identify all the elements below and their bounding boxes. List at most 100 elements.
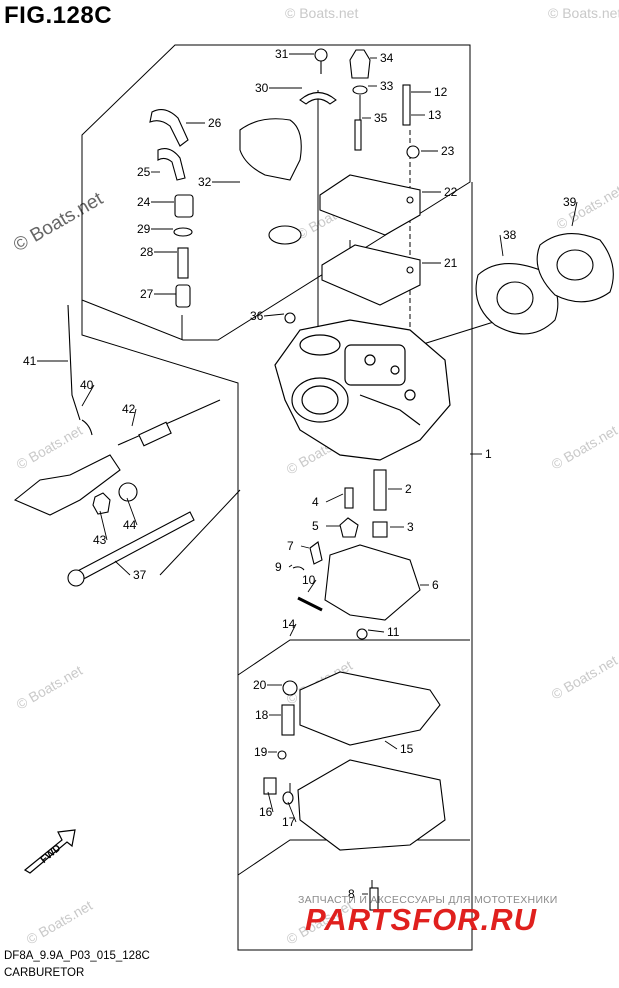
callout-7: 7 xyxy=(287,539,294,553)
callout-38: 38 xyxy=(503,228,517,242)
callout-leader-17 xyxy=(287,801,297,823)
part-36-screw xyxy=(284,312,296,324)
part-34-cap xyxy=(349,49,371,79)
part-30-clip xyxy=(299,91,337,105)
callout-37: 37 xyxy=(133,568,147,582)
callout-42: 42 xyxy=(122,402,136,416)
callout-leader-4 xyxy=(325,493,344,503)
part-2-nozzle xyxy=(373,469,387,511)
callout-leader-9 xyxy=(288,564,293,568)
boats-watermark: © Boats.net xyxy=(14,422,86,473)
callout-leader-42 xyxy=(131,408,137,427)
part-17-oring xyxy=(282,791,294,805)
callout-leader-39 xyxy=(571,201,578,227)
callout-leader-14 xyxy=(289,623,297,637)
callout-16: 16 xyxy=(259,805,273,819)
part-28-spring xyxy=(177,247,189,279)
callout-22: 22 xyxy=(444,185,458,199)
callout-4: 4 xyxy=(312,495,319,509)
part-24-fitting xyxy=(174,194,194,218)
figure-title: FIG.128C xyxy=(4,2,113,29)
callout-25: 25 xyxy=(137,165,151,179)
callout-15: 15 xyxy=(400,742,414,756)
callout-leader-10 xyxy=(307,579,317,593)
part-12-13-screw-spring xyxy=(402,84,411,126)
callout-23: 23 xyxy=(441,144,455,158)
callout-leader-38 xyxy=(499,234,504,257)
jet-float-parts xyxy=(292,469,421,640)
boats-watermark: © Boats.net xyxy=(24,897,96,948)
callout-13: 13 xyxy=(428,108,442,122)
callout-27: 27 xyxy=(140,287,154,301)
callout-32: 32 xyxy=(198,175,212,189)
part-31-screw xyxy=(314,48,328,62)
gaskets xyxy=(475,233,614,335)
part-23-screw xyxy=(406,145,420,159)
boats-watermark: © Boats.net xyxy=(549,652,619,703)
bowl-body xyxy=(297,759,446,851)
part-38-gasket xyxy=(475,263,559,335)
callout-24: 24 xyxy=(137,195,151,209)
choke-knob xyxy=(13,454,121,516)
leader-37 xyxy=(159,489,241,576)
boats-watermark: © Boats.net xyxy=(549,422,619,473)
callout-17: 17 xyxy=(282,815,296,829)
plates xyxy=(319,174,421,306)
callout-leader-11 xyxy=(367,629,385,633)
part-7-needle-valve xyxy=(309,541,323,565)
shop-watermark-text: ЗАПЧАСТИ И АКСЕССУАРЫ ДЛЯ МОТОТЕХНИКИ xyxy=(298,894,558,906)
callout-41: 41 xyxy=(23,354,37,368)
callout-29: 29 xyxy=(137,222,151,236)
part-3-jet xyxy=(372,521,388,538)
part-35-needle xyxy=(354,119,362,151)
part-42-sleeve xyxy=(138,421,172,447)
callouts: 1234567891011121314151617181920212223242… xyxy=(23,47,578,901)
part-39-insulator xyxy=(536,233,614,303)
part-19-ball xyxy=(277,750,287,760)
callout-6: 6 xyxy=(432,578,439,592)
shop-watermark-logo: PARTSFOR.RU xyxy=(305,902,538,937)
callout-20: 20 xyxy=(253,678,267,692)
callout-1: 1 xyxy=(485,447,492,461)
callout-44: 44 xyxy=(123,518,137,532)
callout-43: 43 xyxy=(93,533,107,547)
part-16-drain-screw xyxy=(263,777,277,795)
part-32-solenoid xyxy=(239,118,302,181)
part-32-oring xyxy=(268,225,302,245)
boats-watermark: © Boats.net xyxy=(285,5,358,21)
figure-code: DF8A_9.9A_P03_015_128C xyxy=(4,950,150,962)
part-33-oring xyxy=(352,85,368,95)
callout-33: 33 xyxy=(380,79,394,93)
callout-35: 35 xyxy=(374,111,388,125)
part-29-oring xyxy=(173,227,193,237)
callout-leader-44 xyxy=(126,497,138,526)
part-10-pin xyxy=(297,596,323,612)
float-bowl-parts xyxy=(263,671,446,911)
part-5-jet xyxy=(339,517,359,538)
plate-22 xyxy=(319,174,421,236)
part-11-screw xyxy=(356,628,368,640)
callout-leader-40 xyxy=(81,384,95,407)
hose-parts xyxy=(149,109,302,324)
callout-21: 21 xyxy=(444,256,458,270)
part-27-plunger xyxy=(175,284,191,308)
part-40-clip xyxy=(81,419,93,436)
callout-14: 14 xyxy=(282,617,296,631)
cable-parts xyxy=(13,304,221,587)
fwd-arrow: FWD xyxy=(23,829,76,874)
callout-leader-37 xyxy=(114,560,131,576)
part-15-gasket xyxy=(299,671,441,746)
figure-caption: CARBURETOR xyxy=(4,967,85,979)
callout-26: 26 xyxy=(208,116,222,130)
carburetor-body xyxy=(274,319,451,461)
callout-39: 39 xyxy=(563,195,577,209)
callout-11: 11 xyxy=(387,625,400,639)
boats-watermark: © Boats.net xyxy=(548,5,619,21)
callout-12: 12 xyxy=(434,85,448,99)
top-parts xyxy=(299,48,420,159)
part-43-nut xyxy=(92,492,111,515)
callout-31: 31 xyxy=(275,47,289,61)
float-bowl-group-outline xyxy=(237,639,470,676)
callout-30: 30 xyxy=(255,81,269,95)
